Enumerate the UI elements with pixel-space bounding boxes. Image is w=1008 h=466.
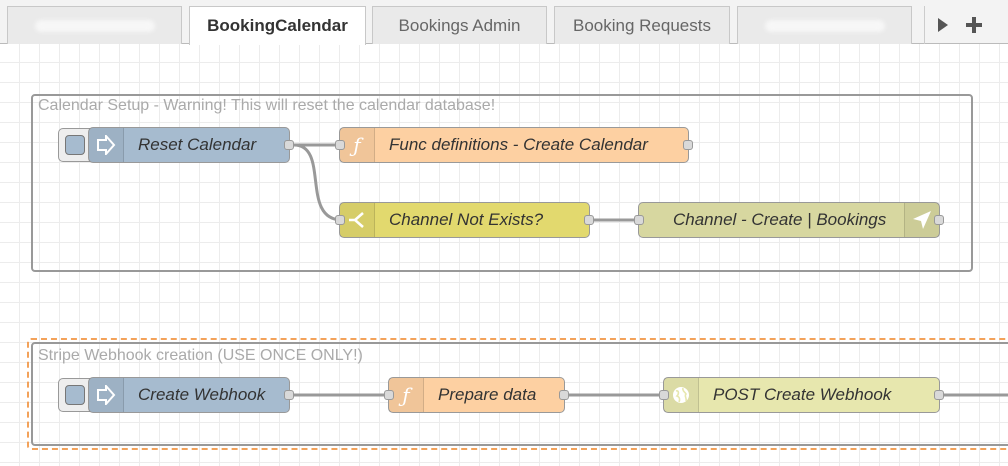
node-prepare-data[interactable]: ƒ Prepare data [384,377,569,413]
input-port[interactable] [659,390,669,400]
tab-bookings-admin[interactable]: Bookings Admin [372,6,547,44]
input-port[interactable] [384,390,394,400]
tab-label: Bookings Admin [398,15,521,35]
node-label: Channel Not Exists? [389,210,544,229]
node-func-definitions[interactable]: ƒ Func definitions - Create Calendar [335,127,693,163]
inject-button-face [65,135,85,155]
output-port[interactable] [559,390,569,400]
inject-arrow-icon [89,128,124,162]
create-webhook-inject-button[interactable] [58,378,90,412]
output-port[interactable] [934,390,944,400]
tab-label: BookingCalendar [207,16,348,35]
tab-redacted-1[interactable] [7,6,182,44]
globe-icon [664,378,699,412]
redacted-tab-label [34,19,155,32]
output-port[interactable] [284,140,294,150]
group-label-stripe-webhook: Stripe Webhook creation (USE ONCE ONLY!) [38,347,363,364]
add-tab-button[interactable] [956,6,992,44]
wire-reset-to-switch [293,143,343,222]
node-channel-create-bookings[interactable]: Channel - Create | Bookings [634,202,944,238]
node-create-webhook[interactable]: Create Webhook [88,377,294,413]
group-label-calendar-setup: Calendar Setup - Warning! This will rese… [38,97,496,114]
play-icon [937,18,948,32]
node-label: Func definitions - Create Calendar [389,135,648,154]
tab-booking-calendar[interactable]: BookingCalendar [189,6,366,45]
node-label: Create Webhook [138,385,266,404]
plus-icon [966,17,982,33]
reset-calendar-inject-button[interactable] [58,128,90,162]
group-stripe-webhook[interactable] [31,342,1008,446]
node-post-create-webhook[interactable]: POST Create Webhook [659,377,944,413]
tab-label: Booking Requests [573,15,711,35]
send-icon [904,203,939,237]
switch-icon [340,203,375,237]
node-reset-calendar[interactable]: Reset Calendar [88,127,294,163]
node-channel-not-exists[interactable]: Channel Not Exists? [335,202,594,238]
function-icon: ƒ [389,378,424,412]
output-port[interactable] [683,140,693,150]
node-label: Reset Calendar [138,135,257,154]
flow-workspace[interactable]: Calendar Setup - Warning! This will rese… [0,44,1008,466]
tab-redacted-2[interactable] [737,6,912,44]
inject-button-face [65,385,85,405]
input-port[interactable] [634,215,644,225]
group-selection-outline [27,338,1008,450]
node-label: Channel - Create | Bookings [673,210,887,229]
output-port[interactable] [284,390,294,400]
node-label: Prepare data [438,385,537,404]
output-port[interactable] [584,215,594,225]
group-calendar-setup[interactable] [31,94,973,272]
input-port[interactable] [335,215,345,225]
output-port[interactable] [934,215,944,225]
redacted-tab-label [764,19,885,32]
function-icon: ƒ [340,128,375,162]
tab-booking-requests[interactable]: Booking Requests [554,6,730,44]
input-port[interactable] [335,140,345,150]
inject-arrow-icon [89,378,124,412]
node-label: POST Create Webhook [713,385,892,404]
tab-scroll-button[interactable] [924,6,960,44]
workspace-tab-bar: BookingCalendar Bookings Admin Booking R… [0,0,1008,45]
